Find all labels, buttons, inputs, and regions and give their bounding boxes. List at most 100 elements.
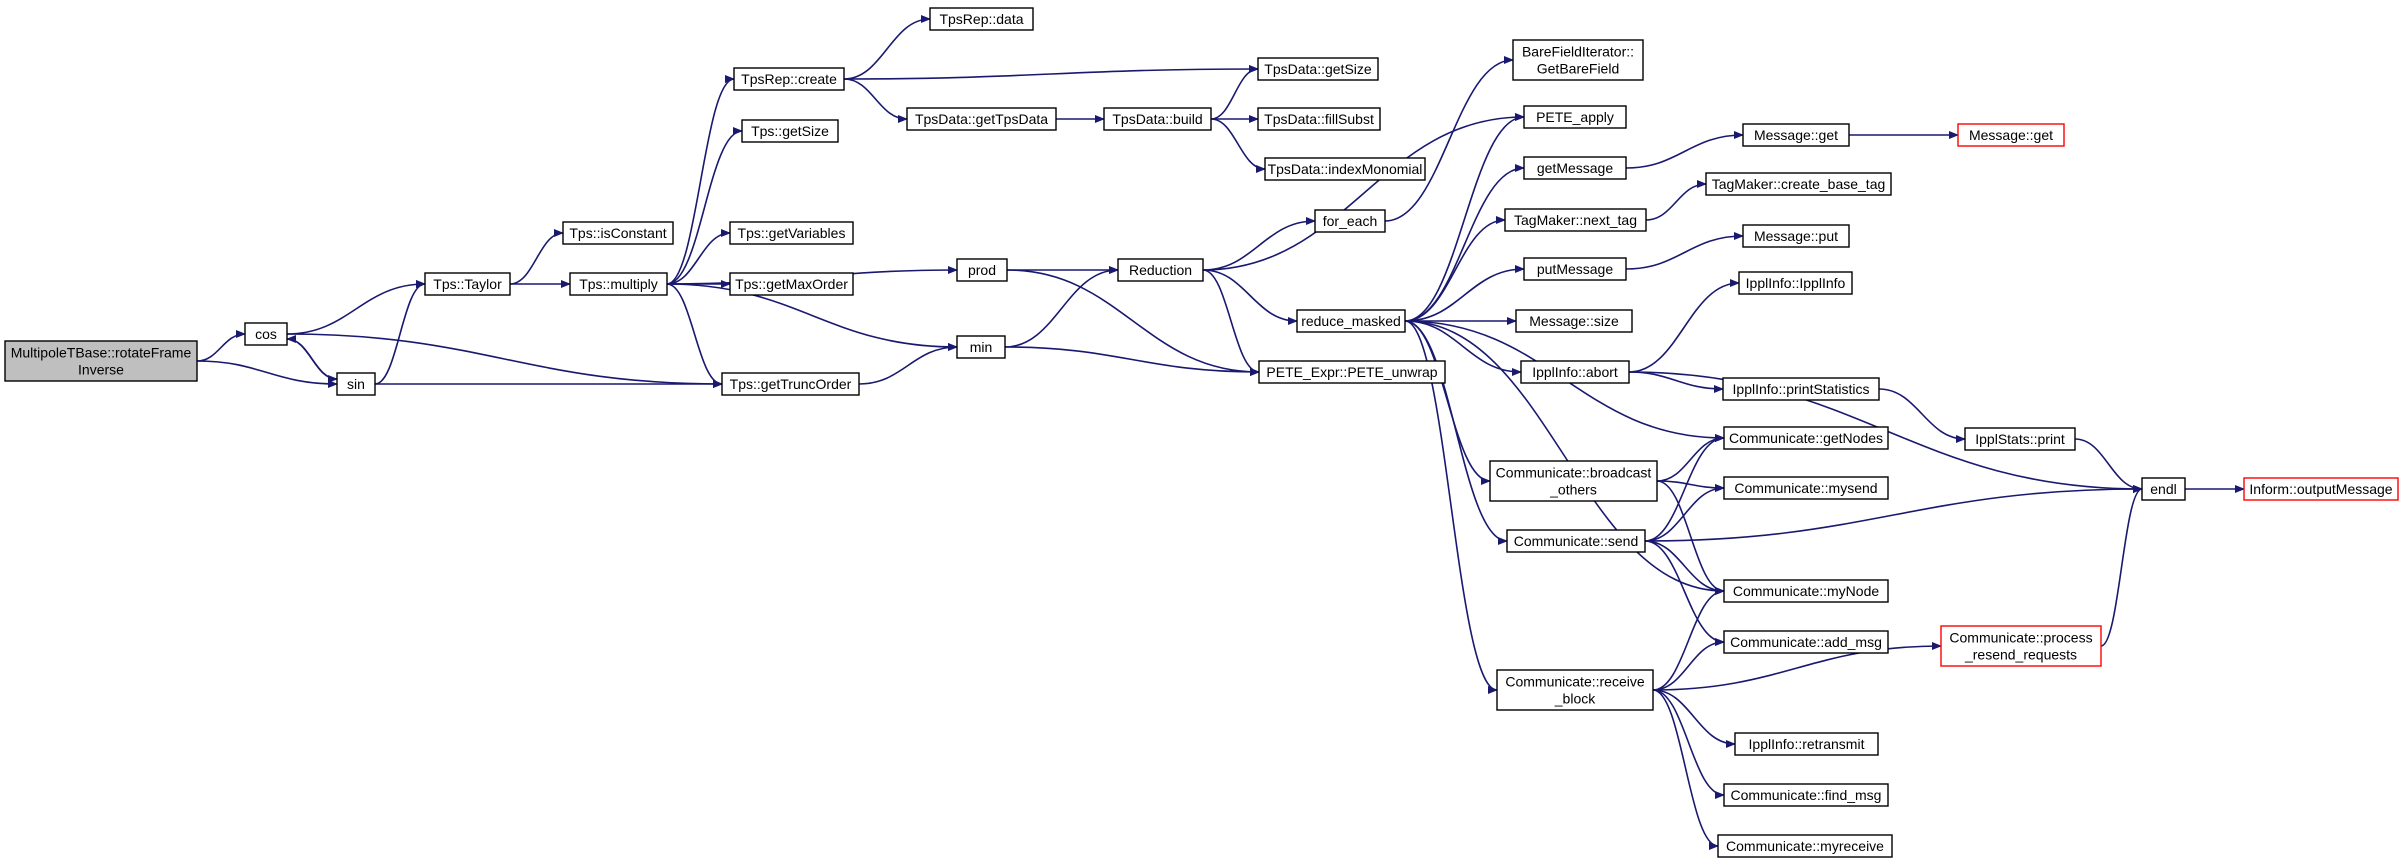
node-getsize[interactable]: Tps::getSize	[741, 119, 839, 143]
node-endl-box[interactable]	[2141, 477, 2186, 501]
node-retransmit[interactable]: IpplInfo::retransmit	[1734, 732, 1879, 756]
node-msgget2[interactable]: Message::get	[1957, 123, 2065, 147]
node-getvariables[interactable]: Tps::getVariables	[729, 221, 854, 245]
node-gettruncorder-box[interactable]	[721, 372, 860, 396]
node-createbasetag[interactable]: TagMaker::create_base_tag	[1705, 172, 1892, 196]
node-myreceive[interactable]: Communicate::myreceive	[1717, 834, 1893, 858]
node-abort-box[interactable]	[1520, 360, 1630, 384]
node-send[interactable]: Communicate::send	[1506, 529, 1646, 553]
node-ipplstatsprint-box[interactable]	[1964, 427, 2076, 451]
node-isconstant-box[interactable]	[562, 221, 674, 245]
node-mysend[interactable]: Communicate::mysend	[1723, 476, 1889, 500]
node-prod-box[interactable]	[956, 258, 1008, 282]
node-sin-box[interactable]	[336, 372, 376, 396]
node-getnodes[interactable]: Communicate::getNodes	[1723, 426, 1889, 450]
node-msgget2-box[interactable]	[1957, 123, 2065, 147]
node-msgput-box[interactable]	[1742, 224, 1850, 248]
node-getvariables-box[interactable]	[729, 221, 854, 245]
node-peteunwrap[interactable]: PETE_Expr::PETE_unwrap	[1258, 360, 1446, 384]
node-ipplinfo-box[interactable]	[1738, 271, 1853, 295]
node-taylor[interactable]: Tps::Taylor	[424, 272, 511, 296]
node-reducemasked-box[interactable]	[1296, 309, 1406, 333]
node-myreceive-box[interactable]	[1717, 834, 1893, 858]
node-gettpsdata-box[interactable]	[906, 107, 1057, 131]
node-multiply[interactable]: Tps::multiply	[569, 272, 668, 296]
node-gettruncorder[interactable]: Tps::getTruncOrder	[721, 372, 860, 396]
node-receiveblock[interactable]: Communicate::receive_block	[1496, 669, 1654, 711]
node-ipplinfo[interactable]: IpplInfo::IpplInfo	[1738, 271, 1853, 295]
node-peteapply[interactable]: PETE_apply	[1523, 105, 1627, 129]
node-tpsrepcreate-box[interactable]	[733, 67, 845, 91]
node-printstats[interactable]: IpplInfo::printStatistics	[1722, 377, 1880, 401]
node-endl[interactable]: endl	[2141, 477, 2186, 501]
node-findmsg-box[interactable]	[1723, 783, 1889, 807]
node-findmsg[interactable]: Communicate::find_msg	[1723, 783, 1889, 807]
node-root-box[interactable]	[4, 340, 198, 382]
node-putmessage-box[interactable]	[1523, 257, 1627, 281]
node-processresend-box[interactable]	[1940, 625, 2102, 667]
node-getmaxorder-box[interactable]	[729, 272, 854, 296]
node-fillsubst-box[interactable]	[1257, 107, 1381, 131]
node-reducemasked[interactable]: reduce_masked	[1296, 309, 1406, 333]
node-nexttag[interactable]: TagMaker::next_tag	[1504, 208, 1647, 232]
node-multiply-box[interactable]	[569, 272, 668, 296]
node-reduction-box[interactable]	[1117, 258, 1204, 282]
node-isconstant[interactable]: Tps::isConstant	[562, 221, 674, 245]
node-tpsrepdata-box[interactable]	[929, 7, 1034, 31]
node-gettpsdata[interactable]: TpsData::getTpsData	[906, 107, 1057, 131]
node-getmaxorder[interactable]: Tps::getMaxOrder	[729, 272, 854, 296]
node-ipplstatsprint[interactable]: IpplStats::print	[1964, 427, 2076, 451]
node-getnodes-box[interactable]	[1723, 426, 1889, 450]
node-tpsrepcreate[interactable]: TpsRep::create	[733, 67, 845, 91]
node-outputmessage-box[interactable]	[2243, 477, 2399, 501]
node-min[interactable]: min	[956, 335, 1006, 359]
node-mynode[interactable]: Communicate::myNode	[1723, 579, 1889, 603]
node-mysend-box[interactable]	[1723, 476, 1889, 500]
node-taylor-box[interactable]	[424, 272, 511, 296]
node-getsize-box[interactable]	[741, 119, 839, 143]
node-broadcast[interactable]: Communicate::broadcast_others	[1489, 460, 1658, 502]
node-getmessage-box[interactable]	[1523, 156, 1627, 180]
node-tpsdatagetsize-box[interactable]	[1257, 57, 1379, 81]
node-reduction[interactable]: Reduction	[1117, 258, 1204, 282]
node-cos[interactable]: cos	[244, 322, 288, 346]
node-send-box[interactable]	[1506, 529, 1646, 553]
node-foreach[interactable]: for_each	[1314, 209, 1386, 233]
node-sin[interactable]: sin	[336, 372, 376, 396]
node-receiveblock-box[interactable]	[1496, 669, 1654, 711]
node-tpsdatagetsize[interactable]: TpsData::getSize	[1257, 57, 1379, 81]
node-abort[interactable]: IpplInfo::abort	[1520, 360, 1630, 384]
node-createbasetag-box[interactable]	[1705, 172, 1892, 196]
node-indexmonomial-box[interactable]	[1264, 157, 1426, 181]
node-addmsg[interactable]: Communicate::add_msg	[1723, 630, 1889, 654]
node-peteapply-box[interactable]	[1523, 105, 1627, 129]
node-barefield-box[interactable]	[1512, 39, 1644, 81]
node-printstats-box[interactable]	[1722, 377, 1880, 401]
node-msgput[interactable]: Message::put	[1742, 224, 1850, 248]
node-mynode-box[interactable]	[1723, 579, 1889, 603]
node-msgsize[interactable]: Message::size	[1515, 309, 1633, 333]
node-tpsrepdata[interactable]: TpsRep::data	[929, 7, 1034, 31]
node-putmessage[interactable]: putMessage	[1523, 257, 1627, 281]
node-indexmonomial[interactable]: TpsData::indexMonomial	[1264, 157, 1426, 181]
node-nexttag-box[interactable]	[1504, 208, 1647, 232]
node-min-box[interactable]	[956, 335, 1006, 359]
node-msgsize-box[interactable]	[1515, 309, 1633, 333]
node-processresend[interactable]: Communicate::process_resend_requests	[1940, 625, 2102, 667]
node-msgget-box[interactable]	[1742, 123, 1850, 147]
node-fillsubst[interactable]: TpsData::fillSubst	[1257, 107, 1381, 131]
node-build-box[interactable]	[1103, 107, 1212, 131]
node-retransmit-box[interactable]	[1734, 732, 1879, 756]
node-getmessage[interactable]: getMessage	[1523, 156, 1627, 180]
node-barefield[interactable]: BareFieldIterator::GetBareField	[1512, 39, 1644, 81]
node-broadcast-box[interactable]	[1489, 460, 1658, 502]
node-peteunwrap-box[interactable]	[1258, 360, 1446, 384]
node-outputmessage[interactable]: Inform::outputMessage	[2243, 477, 2399, 501]
node-cos-box[interactable]	[244, 322, 288, 346]
node-prod[interactable]: prod	[956, 258, 1008, 282]
node-addmsg-box[interactable]	[1723, 630, 1889, 654]
node-msgget[interactable]: Message::get	[1742, 123, 1850, 147]
node-build[interactable]: TpsData::build	[1103, 107, 1212, 131]
node-foreach-box[interactable]	[1314, 209, 1386, 233]
